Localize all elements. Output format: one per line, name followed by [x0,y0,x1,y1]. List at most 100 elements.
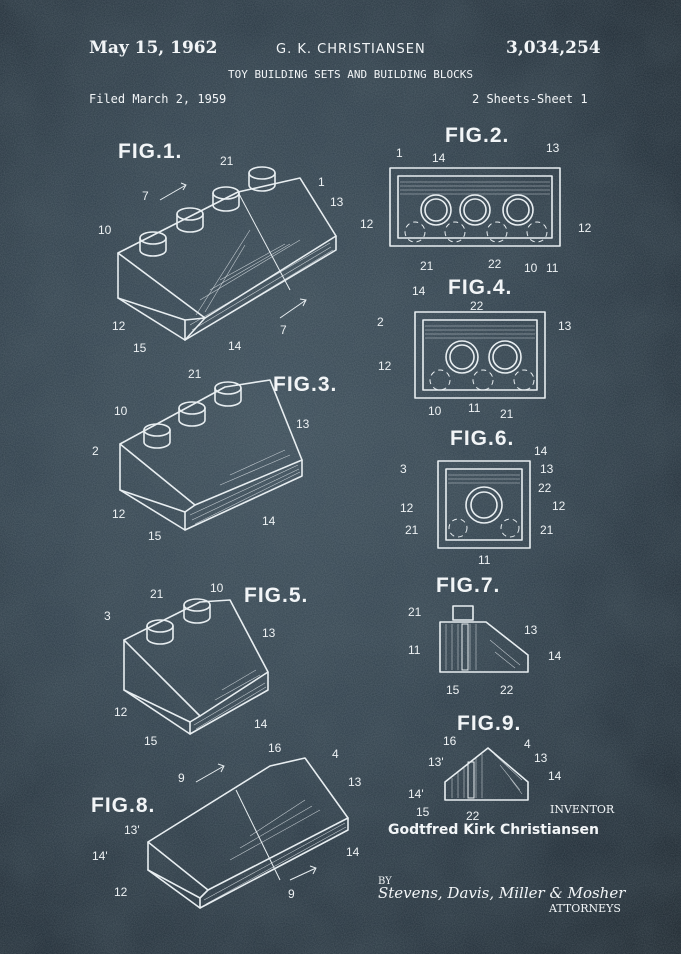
fig8-label: FIG.8. [91,794,156,817]
patent-title: TOY BUILDING SETS AND BUILDING BLOCKS [228,68,474,81]
fig7-ref: 11 [408,643,421,657]
fig1-ref: 10 [98,223,112,237]
fig8-ref: 9 [288,887,295,901]
fig9-ref: 15 [416,805,430,819]
fig6-ref: 14 [534,444,548,458]
inventor-label: INVENTOR [550,803,615,816]
fig6-ref: 21 [405,523,419,537]
fig6-ref: 11 [478,553,491,567]
fig8-ref: 12 [114,885,128,899]
fig1-label: FIG.1. [118,140,183,163]
fig5-ref: 12 [114,705,128,719]
fig8-ref: 4 [332,747,339,761]
fig1-ref: 7 [280,323,287,337]
inventor-name: Godtfred Kirk Christiansen [388,822,599,838]
fig2-drawing: 1 14 13 12 12 21 22 10 11 [360,141,592,275]
fig5-ref: 13 [262,626,276,640]
fig5-ref: 14 [254,717,268,731]
fig1-ref: 7 [142,189,149,203]
fig1-ref: 14 [228,339,242,353]
fig1-drawing: 21 1 7 13 10 12 15 14 7 [98,154,344,355]
fig8-ref: 14' [92,849,108,863]
fig8-ref: 14 [346,845,360,859]
fig3-ref: 10 [114,404,128,418]
fig7-ref: 15 [446,683,460,697]
fig1-ref: 1 [318,175,325,189]
fig5-ref: 21 [150,587,164,601]
inventor-header: G. K. CHRISTIANSEN [276,42,426,57]
fig7-drawing: 21 13 11 14 15 22 [408,605,562,697]
fig4-ref: 10 [428,404,442,418]
fig9-ref: 16 [443,734,457,748]
fig2-ref: 12 [578,221,592,235]
fig6-ref: 12 [552,499,566,513]
fig7-ref: 21 [408,605,422,619]
fig9-ref: 14 [548,769,562,783]
fig2-ref: 14 [432,151,446,165]
fig6-ref: 22 [538,481,552,495]
fig3-ref: 15 [148,529,162,543]
patent-number: 3,034,254 [506,38,601,58]
fig9-ref: 13' [428,755,444,769]
fig8-ref: 16 [268,741,282,755]
fig2-ref: 11 [546,261,559,275]
fig5-label: FIG.5. [244,584,309,607]
fig2-ref: 12 [360,217,374,231]
fig6-ref: 13 [540,462,554,476]
fig2-ref: 21 [420,259,434,273]
fig5-ref: 3 [104,609,111,623]
fig2-ref: 13 [546,141,560,155]
attorneys-signature: Stevens, Davis, Miller & Mosher [378,884,626,902]
fig6-ref: 12 [400,501,414,515]
fig3-ref: 13 [296,417,310,431]
fig4-ref: 14 [412,284,426,298]
fig2-label: FIG.2. [445,124,510,147]
fig1-ref: 21 [220,154,234,168]
fig8-ref: 13 [348,775,362,789]
by-label: BY [378,876,392,887]
fig8-ref: 13' [124,823,140,837]
attorneys-label: ATTORNEYS [549,902,621,915]
sheet-count: 2 Sheets-Sheet 1 [472,92,588,106]
fig4-ref: 12 [378,359,392,373]
fig5-ref: 10 [210,581,224,595]
fig3-label: FIG.3. [273,373,338,396]
fig3-ref: 21 [188,367,202,381]
fig7-ref: 13 [524,623,538,637]
fig9-drawing: 16 4 13' 13 14' 14 15 22 [408,734,562,823]
fig1-ref: 13 [330,195,344,209]
fig3-ref: 14 [262,514,276,528]
fig8-drawing: 16 4 9 13 13' 14' 14 12 9 [92,741,362,909]
fig2-ref: 10 [524,261,538,275]
fig3-drawing: 21 10 13 2 12 15 14 [92,367,310,543]
fig9-ref: 13 [534,751,548,765]
fig1-ref: 15 [133,341,147,355]
fig4-ref: 13 [558,319,572,333]
filed-date: Filed March 2, 1959 [89,92,227,106]
fig4-ref: 22 [470,299,484,313]
fig8-ref: 9 [178,771,185,785]
fig7-ref: 22 [500,683,514,697]
fig2-ref: 1 [396,146,403,160]
fig4-drawing: 14 22 2 13 12 10 11 21 [377,284,572,421]
fig6-label: FIG.6. [450,427,515,450]
patent-date: May 15, 1962 [89,38,218,58]
fig6-ref: 3 [400,462,407,476]
fig3-ref: 12 [112,507,126,521]
fig7-label: FIG.7. [436,574,501,597]
fig4-ref: 2 [377,315,384,329]
fig4-ref: 11 [468,401,481,415]
fig6-drawing: 14 3 13 22 12 12 21 21 11 [400,444,566,567]
fig3-ref: 2 [92,444,99,458]
fig2-ref: 22 [488,257,502,271]
fig9-ref: 14' [408,787,424,801]
fig9-ref: 4 [524,737,531,751]
fig7-ref: 14 [548,649,562,663]
fig6-ref: 21 [540,523,554,537]
fig4-ref: 21 [500,407,514,421]
fig4-label: FIG.4. [448,276,513,299]
fig1-ref: 12 [112,319,126,333]
fig9-label: FIG.9. [457,712,522,735]
